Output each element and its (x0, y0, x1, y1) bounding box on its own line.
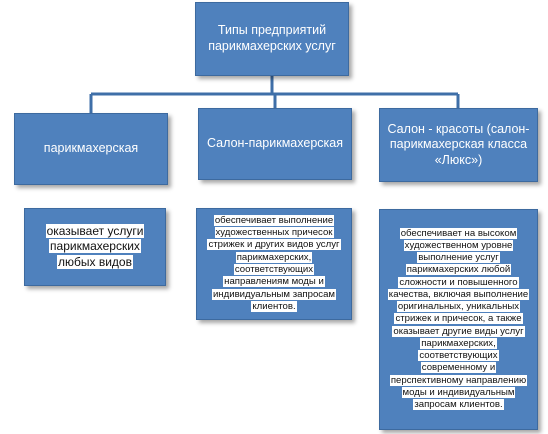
type-node-salon: Салон-парикмахерская (198, 108, 352, 180)
type-node-label: Салон-парикмахерская (207, 136, 343, 151)
description-box-hairdresser: оказывает услуги парикмахерских любых ви… (24, 208, 166, 286)
description-text: обеспечивает на высоком художественном у… (387, 227, 530, 411)
type-node-hairdresser: парикмахерская (14, 113, 168, 185)
root-node-label: Типы предприятий парикмахерских услуг (208, 23, 336, 53)
description-box-beauty-salon: обеспечивает на высоком художественном у… (379, 209, 538, 430)
root-node: Типы предприятий парикмахерских услуг (195, 2, 349, 76)
type-node-label: парикмахерская (43, 141, 139, 156)
type-node-label: Салон - красоты (салон-парикмахерская кл… (387, 121, 530, 167)
description-text: обеспечивает выполнение художественных п… (207, 214, 341, 312)
description-box-salon: обеспечивает выполнение художественных п… (196, 208, 352, 320)
description-text: оказывает услуги парикмахерских любых ви… (45, 223, 145, 269)
type-node-beauty-salon: Салон - красоты (салон-парикмахерская кл… (379, 108, 538, 182)
